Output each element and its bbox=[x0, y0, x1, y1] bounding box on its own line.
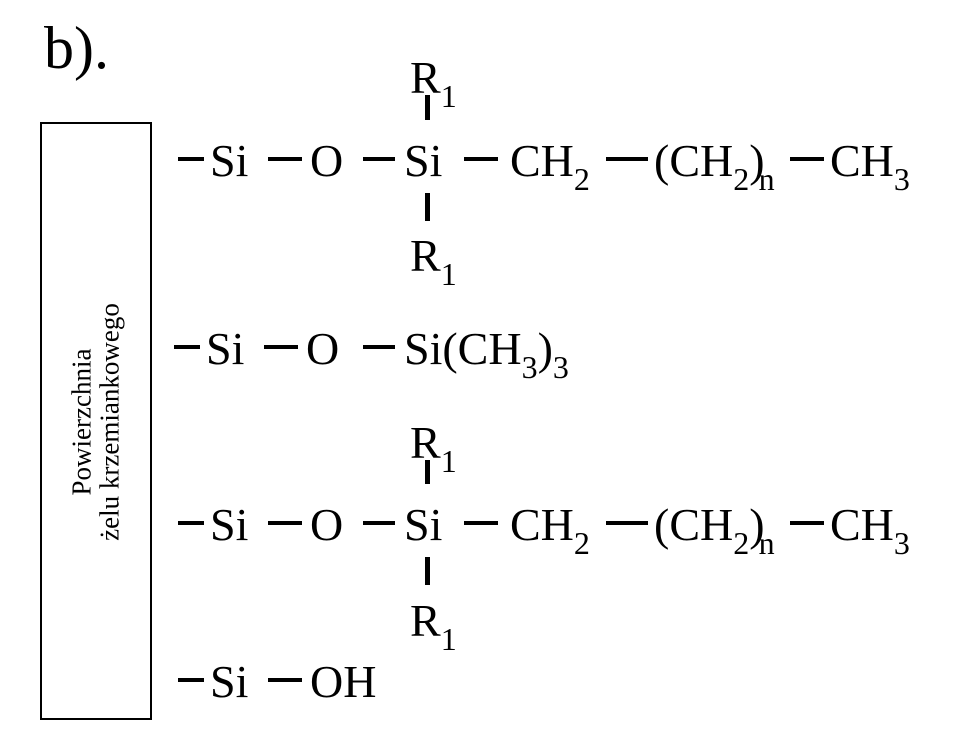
n-subscript: n bbox=[758, 525, 775, 561]
bond bbox=[178, 678, 204, 682]
ch2-subscript: 2 bbox=[733, 525, 750, 561]
tms-subscript-2: 3 bbox=[552, 349, 569, 385]
atom-ch: CH bbox=[510, 499, 574, 550]
surface-label-line1: Powierzchnia bbox=[66, 348, 97, 496]
atom-o: O bbox=[310, 499, 344, 550]
ch2-subscript: 2 bbox=[573, 161, 590, 197]
atom-ch: CH bbox=[510, 135, 574, 186]
group-ch2-n: (CH2)n bbox=[654, 135, 775, 196]
atom-si: Si bbox=[210, 656, 249, 707]
atom-si: Si bbox=[404, 499, 443, 550]
atom-ch: CH bbox=[669, 499, 734, 550]
group-oh: OH bbox=[310, 656, 377, 707]
r-subscript: 1 bbox=[440, 256, 457, 292]
bond bbox=[790, 521, 824, 525]
atom-r: R bbox=[410, 417, 441, 468]
bond bbox=[178, 521, 204, 525]
atom-ch: CH bbox=[830, 499, 894, 550]
bond-vertical bbox=[425, 557, 430, 585]
ch2-subscript: 2 bbox=[733, 161, 750, 197]
r-subscript: 1 bbox=[440, 78, 457, 114]
tms-subscript-1: 3 bbox=[521, 349, 538, 385]
bond-vertical bbox=[425, 95, 430, 120]
group-ch2: CH2 bbox=[510, 135, 590, 196]
bond bbox=[790, 157, 824, 161]
open-paren: ( bbox=[654, 135, 670, 186]
substituent-r1: R1 bbox=[410, 417, 457, 478]
atom-si: Si bbox=[210, 135, 249, 186]
close-paren: ) bbox=[749, 135, 765, 186]
r-subscript: 1 bbox=[440, 443, 457, 479]
surface-label-line2: żelu krzemiankowego bbox=[95, 303, 125, 541]
ch3-subscript: 3 bbox=[893, 525, 910, 561]
atom-si: Si bbox=[210, 499, 249, 550]
group-ch2: CH2 bbox=[510, 499, 590, 560]
substituent-r1: R1 bbox=[410, 52, 457, 113]
r-subscript: 1 bbox=[440, 621, 457, 657]
bond bbox=[363, 157, 395, 161]
atom-si: Si bbox=[404, 135, 443, 186]
close-paren: ) bbox=[537, 323, 553, 374]
atom-r: R bbox=[410, 52, 441, 103]
substituent-r1: R1 bbox=[410, 595, 457, 656]
group-ch3: CH3 bbox=[830, 135, 910, 196]
bond bbox=[268, 521, 302, 525]
substituent-r1: R1 bbox=[410, 230, 457, 291]
bond bbox=[363, 521, 395, 525]
bond-vertical bbox=[425, 193, 430, 221]
panel-label: b). bbox=[44, 15, 109, 81]
atom-o: O bbox=[306, 323, 340, 374]
bond bbox=[464, 157, 498, 161]
atom-r: R bbox=[410, 595, 441, 646]
atom-si: Si bbox=[206, 323, 245, 374]
silica-surface-box bbox=[40, 122, 152, 720]
bond bbox=[268, 678, 302, 682]
ch2-subscript: 2 bbox=[573, 525, 590, 561]
bond-vertical bbox=[425, 460, 430, 484]
bond bbox=[264, 345, 298, 349]
bond bbox=[464, 521, 498, 525]
atom-o: O bbox=[310, 135, 344, 186]
group-ch3: CH3 bbox=[830, 499, 910, 560]
atom-ch: CH bbox=[830, 135, 894, 186]
bond bbox=[606, 521, 648, 525]
group-ch2-n: (CH2)n bbox=[654, 499, 775, 560]
n-subscript: n bbox=[758, 161, 775, 197]
bond bbox=[174, 345, 200, 349]
bond bbox=[363, 345, 395, 349]
ch3-subscript: 3 bbox=[893, 161, 910, 197]
atom-ch: CH bbox=[669, 135, 734, 186]
group-trimethylsilyl: Si(CH3)3 bbox=[404, 323, 569, 384]
surface-label: Powierzchnia żelu krzemiankowego bbox=[66, 303, 125, 541]
tms-text: Si(CH bbox=[404, 323, 522, 374]
bond bbox=[606, 157, 648, 161]
bond bbox=[268, 157, 302, 161]
bond bbox=[178, 157, 204, 161]
close-paren: ) bbox=[749, 499, 765, 550]
atom-r: R bbox=[410, 230, 441, 281]
open-paren: ( bbox=[654, 499, 670, 550]
